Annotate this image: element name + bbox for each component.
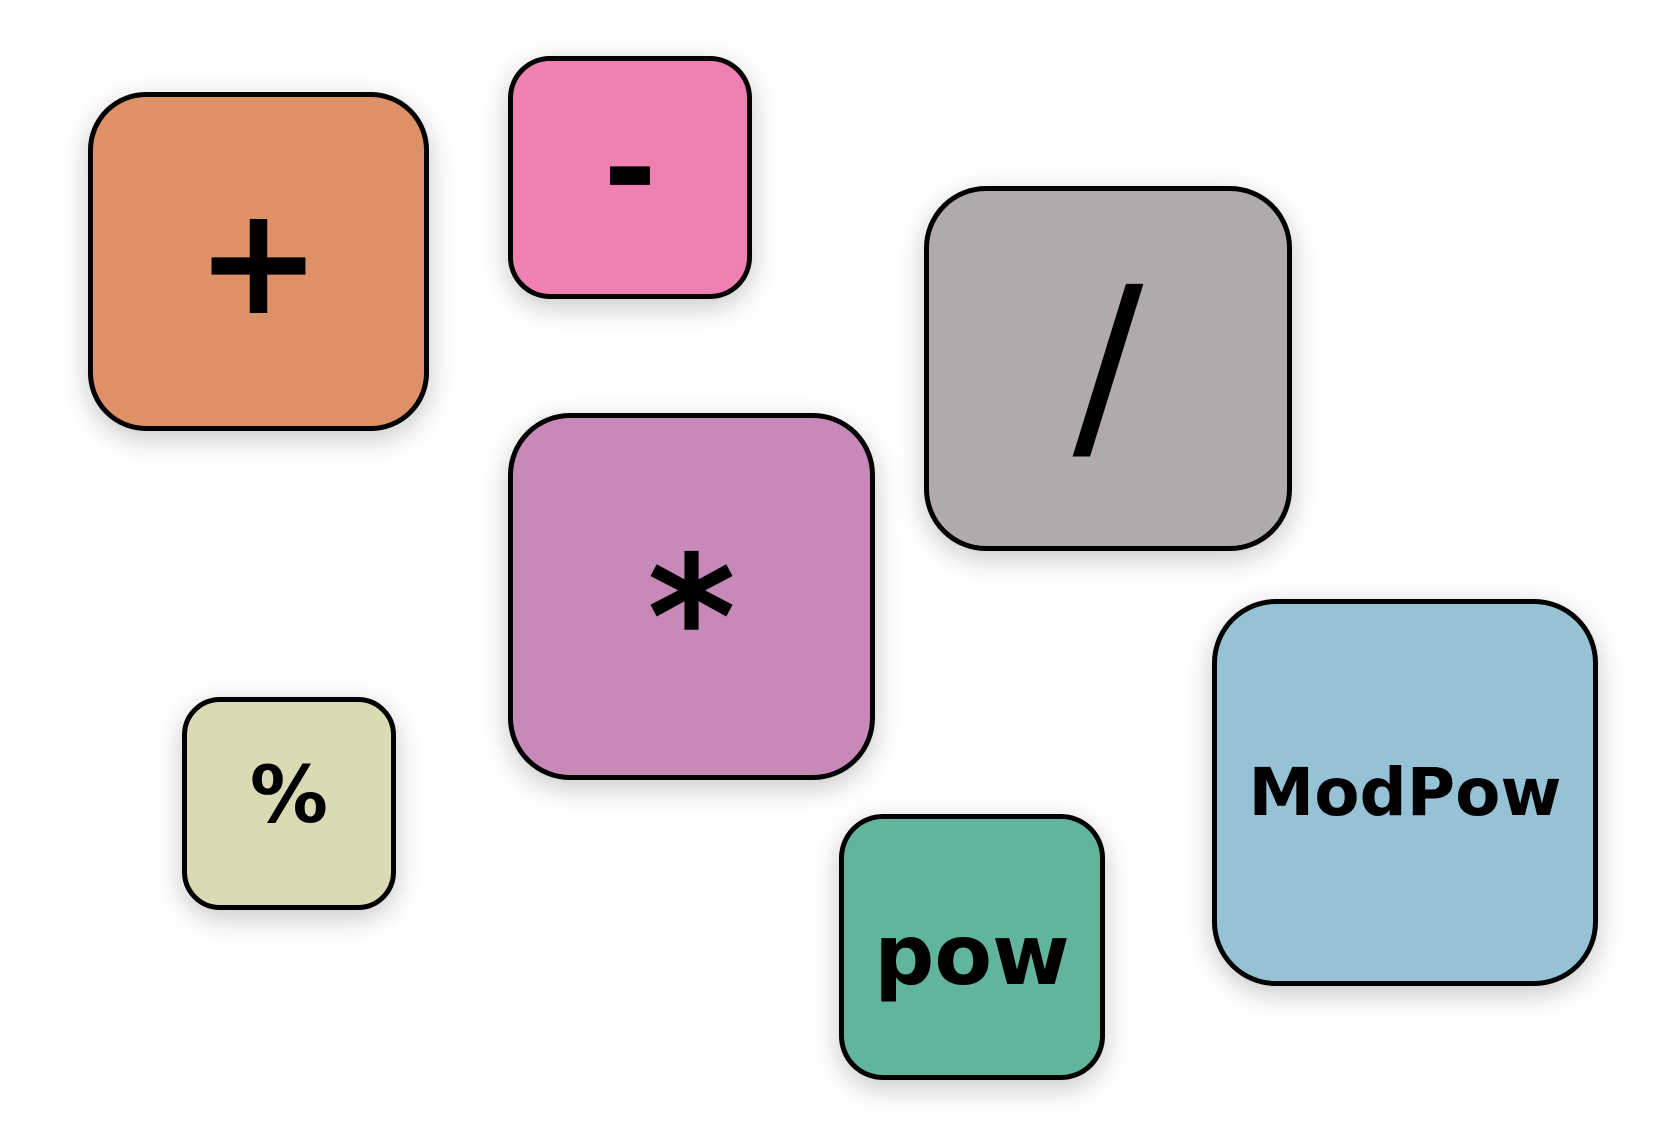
multiply-operator-label: * bbox=[647, 519, 736, 718]
minus-operator-tile: - bbox=[508, 56, 752, 299]
divide-operator-tile: / bbox=[924, 186, 1292, 551]
modpow-operator-label: ModPow bbox=[1248, 753, 1562, 831]
divide-operator-label: / bbox=[1072, 241, 1144, 487]
modulo-operator-tile: % bbox=[182, 697, 396, 910]
modpow-operator-tile: ModPow bbox=[1212, 599, 1598, 986]
modulo-operator-label: % bbox=[249, 750, 329, 841]
plus-operator-tile: + bbox=[88, 92, 429, 431]
plus-operator-label: + bbox=[195, 174, 322, 349]
minus-operator-label: - bbox=[603, 91, 657, 244]
pow-operator-tile: pow bbox=[839, 814, 1105, 1080]
multiply-operator-tile: * bbox=[508, 413, 875, 780]
pow-operator-label: pow bbox=[874, 906, 1070, 1004]
